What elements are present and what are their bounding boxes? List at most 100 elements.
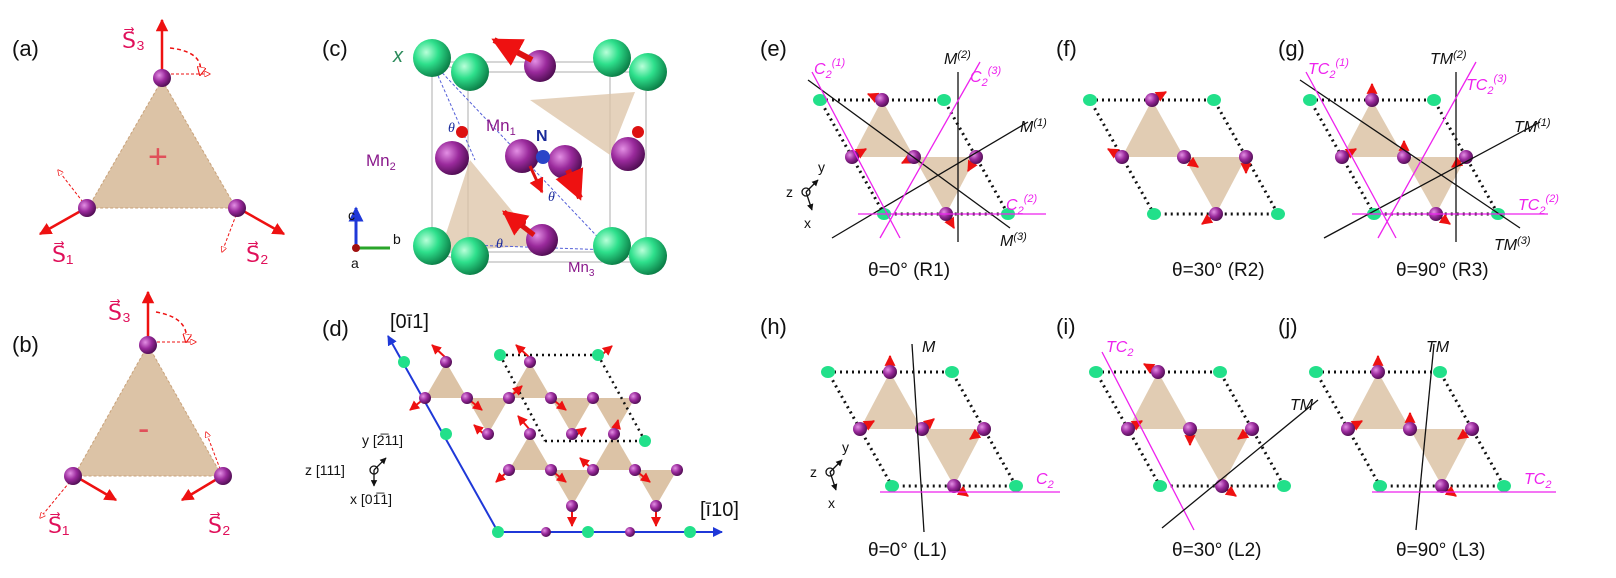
tc2-3-text: TC [1466, 77, 1488, 94]
m-label: M [922, 339, 936, 356]
tc2-1-sup: (1) [1335, 57, 1349, 69]
green-atom [937, 94, 951, 106]
spin-arrow [502, 210, 536, 237]
mn-triangle [1122, 100, 1184, 157]
green-atom [629, 53, 667, 91]
panel-e-label: (e) [760, 36, 787, 61]
red-atom [456, 126, 468, 138]
spin-label-s1: S⃗₁ [48, 512, 69, 538]
panel-d: (d) [0ī1] [ī10] [305, 311, 739, 538]
panel-i: (i) θ=30° (L2) TC2 TM [1056, 314, 1319, 561]
c2-1-label: C2(1) [814, 57, 845, 81]
tc2-3-sub: 2 [1486, 85, 1493, 97]
green-atom [1213, 366, 1227, 378]
mn1-text: Mn [486, 116, 510, 135]
green-atom [593, 227, 631, 265]
axis-x-label: x [804, 215, 811, 231]
green-atom [451, 237, 489, 275]
mn-triangle [1410, 429, 1472, 486]
c2-1-sub: 2 [825, 69, 832, 81]
mn-atom [214, 467, 232, 485]
c2-2-sub: 2 [1017, 205, 1024, 217]
axis-c-label: c [348, 207, 355, 223]
atom-x-label: x [392, 45, 404, 67]
panel-b: (b) - S⃗₃ S⃗₁ S⃗₂ [12, 290, 232, 538]
spin-label-s2: S⃗₂ [208, 512, 231, 538]
tc2-line [1101, 351, 1195, 531]
mn-atom [153, 69, 171, 87]
panel-g-symmetry-lines [1299, 61, 1548, 242]
theta-label: θ [496, 237, 503, 252]
kagome-triangles [425, 362, 677, 506]
direction-top-label: [0ī1] [390, 311, 429, 333]
red-atom [632, 126, 644, 138]
mn-atom [1435, 479, 1449, 493]
mn-atom [1177, 150, 1191, 164]
mn-atom [1365, 93, 1379, 107]
m1-sup: (1) [1033, 117, 1047, 129]
c2-1-text: C [814, 61, 826, 78]
panel-g: (g) θ=90° (R3) TC2(1) TC2 (3) TC2(2) TM(2… [1278, 36, 1559, 281]
panel-j-caption: θ=90° (L3) [1396, 540, 1485, 561]
green-atom [945, 366, 959, 378]
panel-j: (j) θ=90° (L3) TM TC2 [1278, 314, 1556, 561]
mn-triangle [1404, 157, 1466, 214]
c2-2-sup: (2) [1024, 193, 1038, 205]
dashed-spin-s2 [206, 432, 223, 475]
green-atom [885, 480, 899, 492]
tm3-sup: (3) [1517, 235, 1531, 247]
direction-right-label: [ī10] [700, 499, 739, 521]
spin-arrow-s2 [237, 206, 286, 236]
c2-2-label: C2(2) [1006, 193, 1037, 217]
panel-b-label: (b) [12, 332, 39, 357]
axis-y-label: y [2̅​11] [362, 432, 403, 448]
mn-atom [853, 422, 867, 436]
tm-label: TM [1426, 339, 1450, 356]
mn3-label: Mn3 [568, 259, 595, 279]
panel-i-caption: θ=30° (L2) [1172, 540, 1261, 561]
green-atom [1373, 480, 1387, 492]
panel-e-symmetry-lines [807, 61, 1046, 242]
tc2-2-label: TC2(2) [1518, 193, 1559, 217]
mn-triangle [1184, 157, 1246, 214]
mn-atom [1465, 422, 1479, 436]
panel-g-label: (g) [1278, 36, 1305, 61]
m2-text: M [944, 51, 958, 68]
tc2-1-label: TC2(1) [1308, 57, 1349, 81]
spin-label-s3: S⃗₃ [122, 27, 145, 53]
spin-arrow [555, 167, 584, 201]
mn-atom [1151, 365, 1165, 379]
axis-z-label: z [810, 464, 817, 480]
tm2-sup: (2) [1453, 49, 1467, 61]
axis-y-label: y [842, 439, 849, 455]
green-atom [413, 39, 451, 77]
m3-sup: (3) [1013, 231, 1027, 243]
axis-x-label: x [01̅​1] [350, 491, 392, 507]
mn-triangle [922, 429, 984, 486]
dashed-spin-s1 [58, 170, 87, 207]
panel-g-caption: θ=90° (R3) [1396, 260, 1489, 281]
mn-atom [1403, 422, 1417, 436]
mn-triangle [1348, 372, 1410, 429]
panel-e-axes: y z x [786, 159, 825, 231]
mn-atom [1209, 207, 1223, 221]
chirality-sign: - [138, 410, 149, 448]
mn-atom [1341, 422, 1355, 436]
mn2-atom [435, 141, 469, 175]
panel-a: (a) + S⃗₃ S⃗₁ S⃗₂ [12, 18, 286, 267]
c2-3-text: C [970, 69, 982, 86]
panel-j-label: (j) [1278, 314, 1298, 339]
mn-atom [1121, 422, 1135, 436]
tm2-label: TM(2) [1430, 49, 1467, 68]
green-atom [1089, 366, 1103, 378]
spin-arrow [528, 165, 544, 194]
unit-cell-dotted [498, 353, 647, 443]
c2-2-text: C [1006, 197, 1018, 214]
panel-d-label: (d) [322, 316, 349, 341]
tm-line [1161, 399, 1319, 529]
kagome-mn-atoms [419, 356, 683, 537]
rotation-arrow [155, 311, 186, 342]
mn1-label: Mn1 [486, 116, 516, 138]
rotation-arrow [169, 47, 201, 75]
